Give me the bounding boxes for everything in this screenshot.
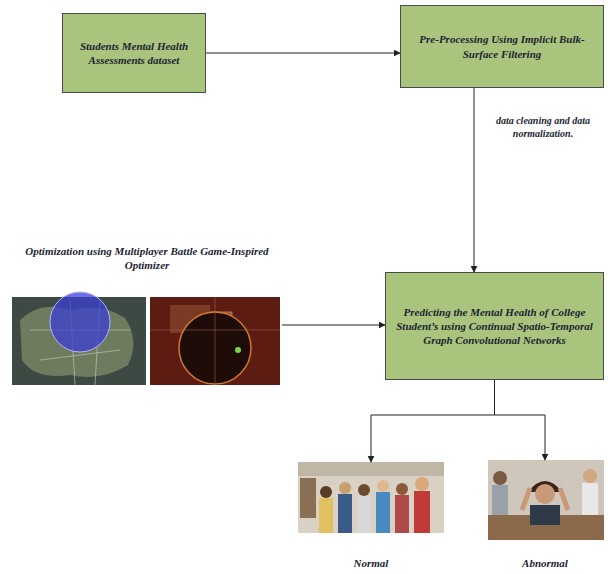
connector-arrow (206, 53, 400, 54)
battle-map-picture (12, 292, 146, 385)
edge-label: data cleaning and data normalization. (482, 114, 604, 140)
connector-arrow (282, 325, 385, 326)
normal-figure: Normal (298, 462, 444, 570)
battle-zone-picture (150, 297, 280, 385)
node-text: Normal (354, 556, 389, 570)
preprocess-box: Pre-Processing Using Implicit Bulk-Surfa… (400, 5, 604, 88)
node-text: Pre-Processing Using Implicit Bulk-Surfa… (409, 32, 595, 61)
abnormal-figure: Abnormal (486, 460, 604, 570)
abnormal-student-picture (488, 460, 604, 540)
node-text: Students Mental Health Assessments datas… (71, 39, 197, 68)
connector-arrow (474, 88, 475, 272)
node-text: Optimization using Multiplayer Battle Ga… (12, 244, 282, 273)
normal-students-picture (298, 462, 444, 533)
node-text: Predicting the Mental Health of College … (394, 305, 595, 348)
dataset-box: Students Mental Health Assessments datas… (62, 13, 206, 93)
optimizer-figure: Optimization using Multiplayer Battle Ga… (12, 244, 282, 388)
connector-arrow (495, 380, 546, 460)
connector-arrow (371, 380, 495, 462)
prediction-box: Predicting the Mental Health of College … (385, 272, 604, 380)
node-text: Abnormal (522, 556, 568, 570)
